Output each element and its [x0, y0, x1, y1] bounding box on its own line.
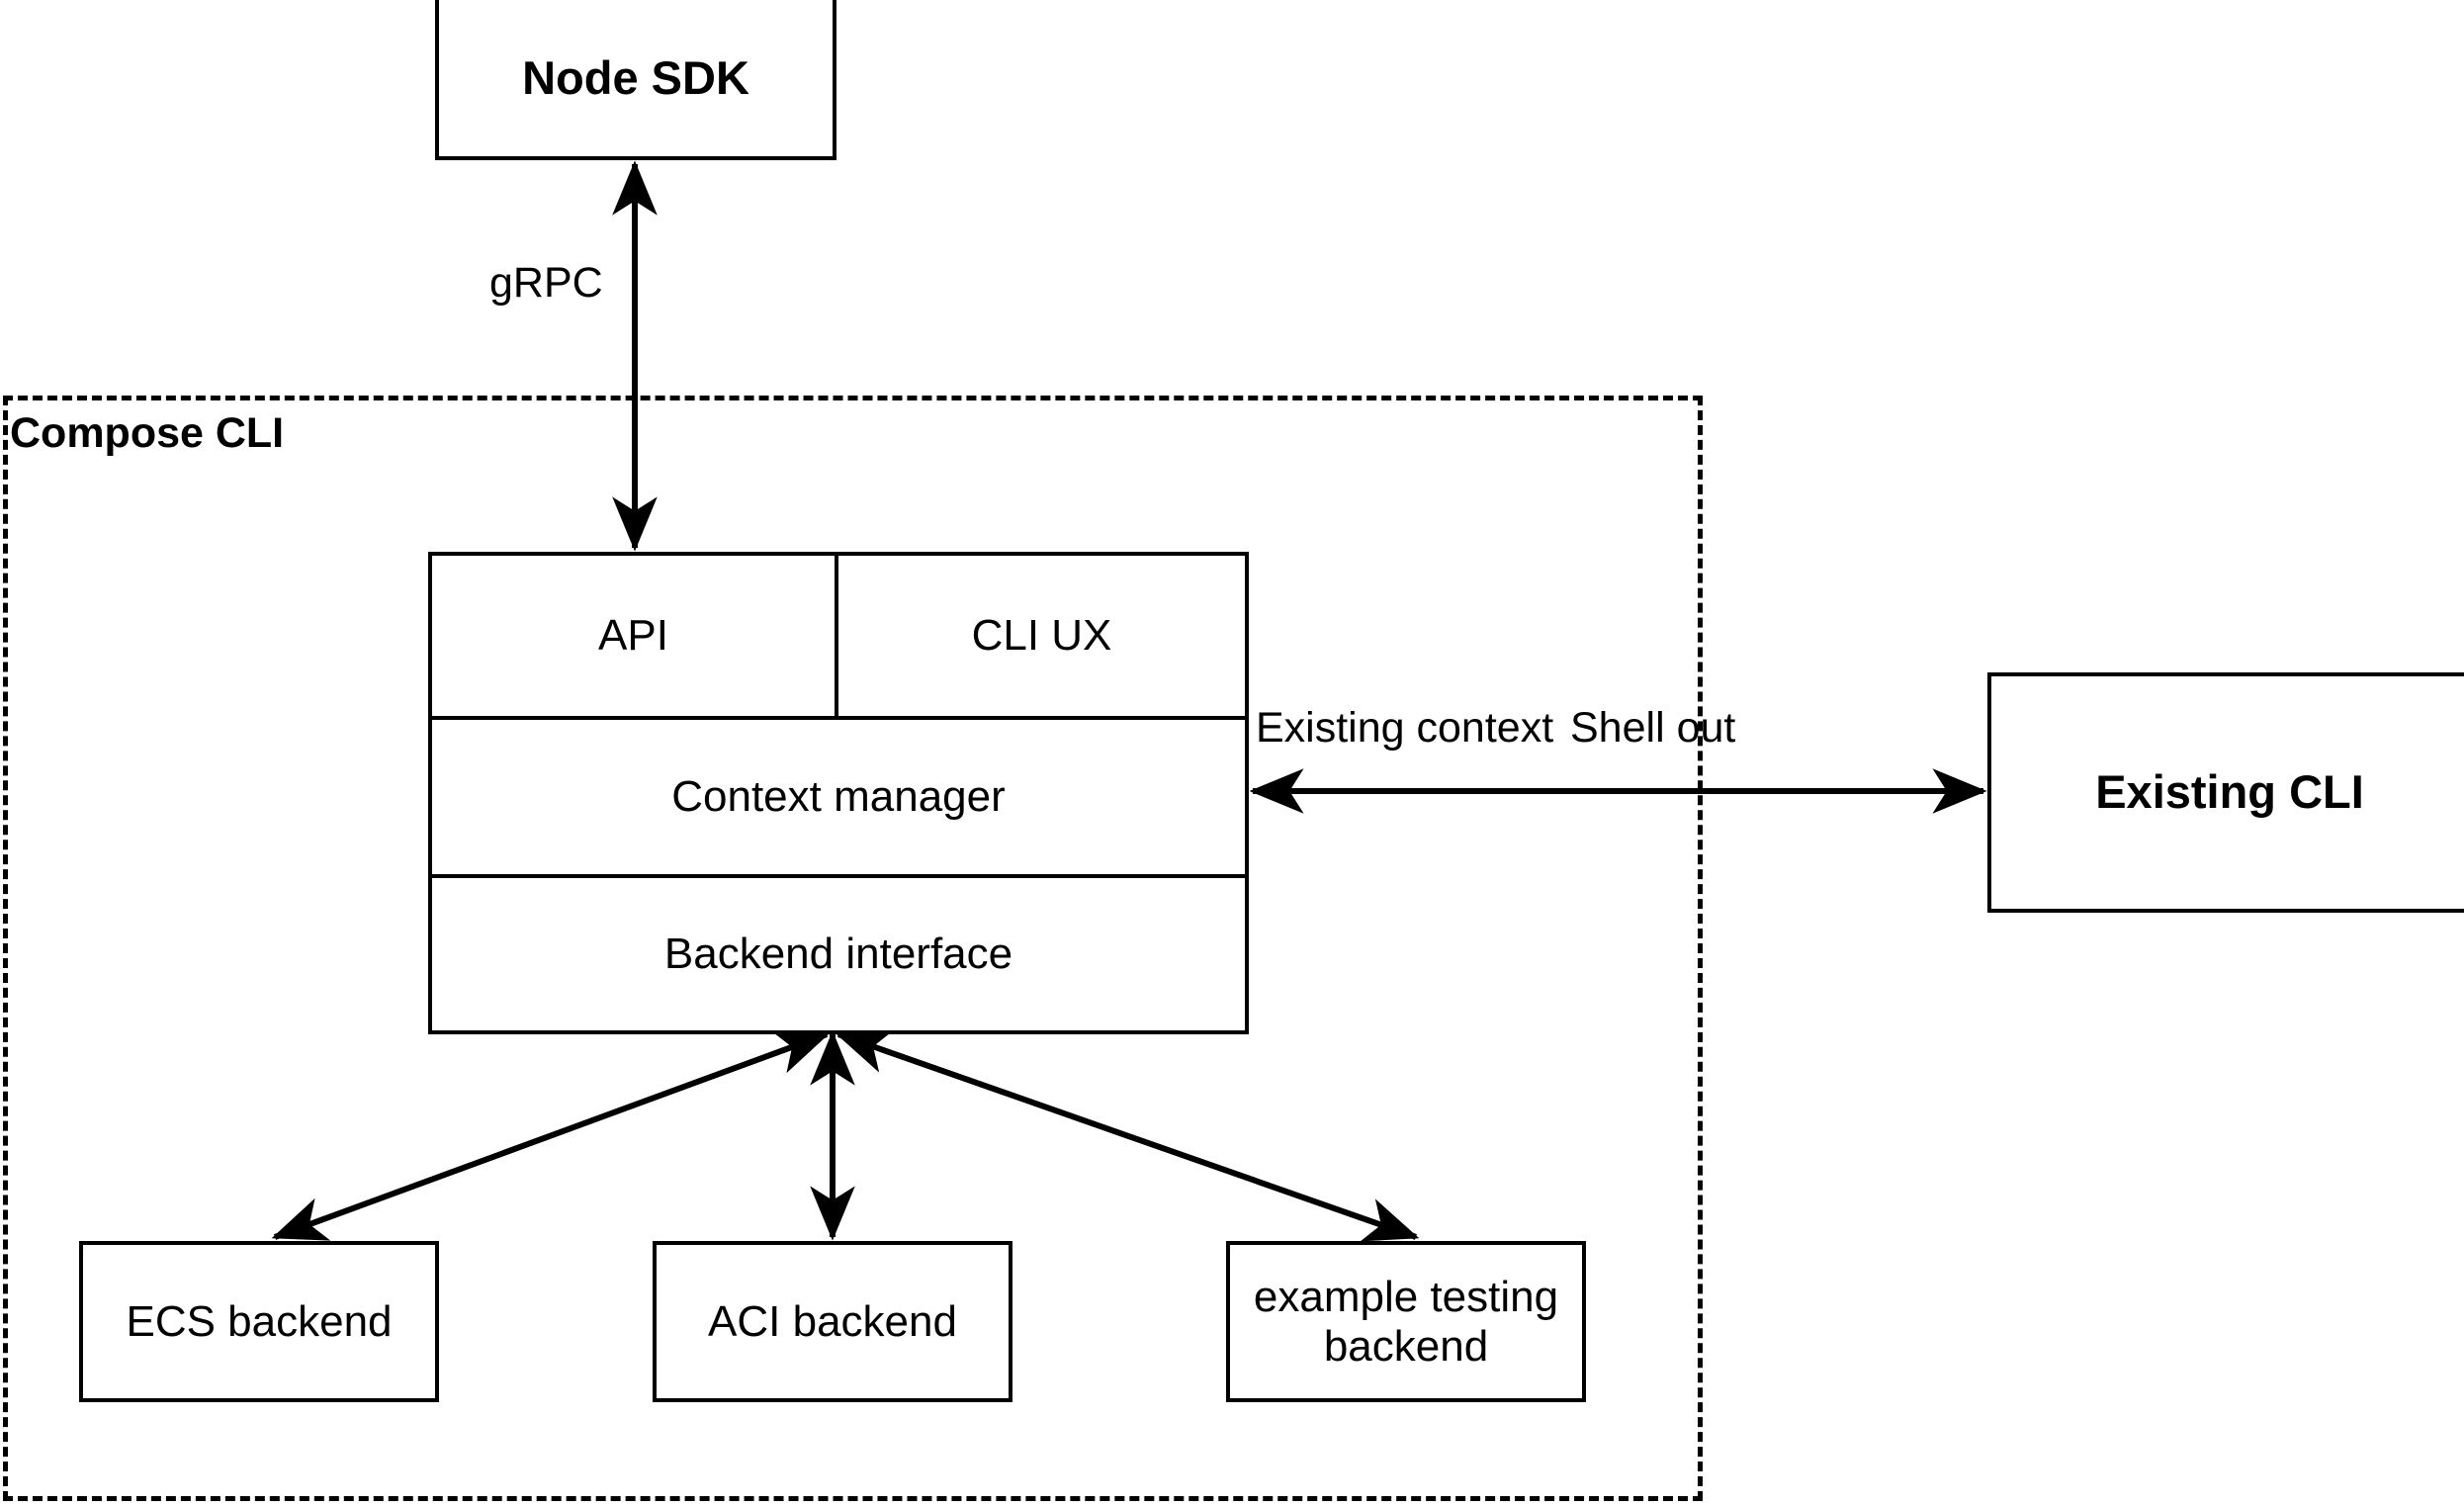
existing-cli-label: Existing CLI: [2095, 765, 2364, 819]
core-backend-interface-label: Backend interface: [663, 930, 1013, 978]
compose-cli-core-stack: API CLI UX Context manager Backend inter…: [428, 552, 1249, 1034]
node-sdk-box[interactable]: Node SDK: [435, 0, 836, 160]
compose-cli-group-label: Compose CLI: [10, 409, 285, 457]
edge-label-existing-context: Existing context: [1256, 704, 1554, 752]
core-cell-context-manager[interactable]: Context manager: [432, 720, 1245, 878]
aci-backend-label: ACI backend: [708, 1296, 957, 1346]
example-testing-backend-box[interactable]: example testing backend: [1226, 1241, 1586, 1402]
core-cell-api[interactable]: API: [432, 556, 838, 716]
ecs-backend-label: ECS backend: [126, 1296, 393, 1346]
core-cell-backend-interface[interactable]: Backend interface: [432, 878, 1245, 1030]
existing-cli-box[interactable]: Existing CLI: [1987, 672, 2464, 913]
core-api-label: API: [598, 611, 668, 660]
ecs-backend-box[interactable]: ECS backend: [79, 1241, 439, 1402]
core-top-row: API CLI UX: [432, 556, 1245, 720]
example-testing-backend-label: example testing backend: [1253, 1273, 1559, 1371]
node-sdk-label: Node SDK: [522, 50, 749, 104]
aci-backend-box[interactable]: ACI backend: [653, 1241, 1012, 1402]
core-context-manager-label: Context manager: [671, 772, 1006, 821]
edge-label-grpc: gRPC: [489, 259, 603, 307]
core-cell-cli-ux[interactable]: CLI UX: [838, 556, 1245, 716]
edge-label-shell-out: Shell out: [1570, 704, 1736, 752]
core-cli-ux-label: CLI UX: [971, 611, 1112, 660]
compose-cli-group: [3, 396, 1703, 1501]
